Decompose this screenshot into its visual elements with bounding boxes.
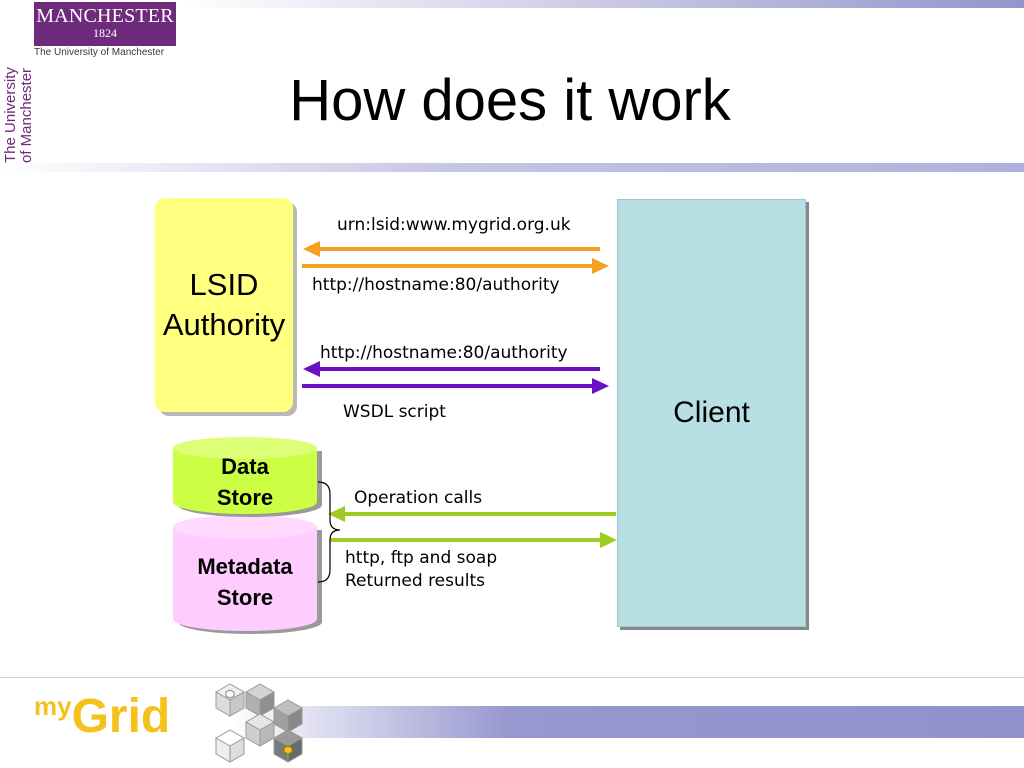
footer-divider <box>0 677 1024 678</box>
mygrid-logo-my: my <box>34 691 72 721</box>
lsid-authority-line1: LSID <box>189 267 259 302</box>
data-store-label: Data Store <box>172 451 318 513</box>
protocols-label: http, ftp and soap <box>345 548 498 568</box>
wsdl-response-arrow <box>302 378 609 394</box>
store-group-brace <box>317 481 341 583</box>
university-logo: MANCHESTER 1824 <box>34 2 176 46</box>
side-text-line1: The University <box>2 67 19 163</box>
client-label: Client <box>673 396 750 429</box>
metadata-store-line2: Store <box>216 585 274 610</box>
slide-title: How does it work <box>289 68 731 133</box>
wsdl-label: WSDL script <box>343 402 446 422</box>
header-divider <box>0 163 1024 172</box>
operation-label: Operation calls <box>354 488 483 508</box>
side-text-line2: of Manchester <box>18 68 34 163</box>
metadata-store-line1: Metadata <box>197 554 293 579</box>
data-store-cylinder: Data Store <box>172 436 324 520</box>
returned-results-arrow <box>330 532 617 548</box>
urn-label: urn:lsid:www.mygrid.org.uk <box>337 215 571 235</box>
header-top-bar <box>180 0 1024 8</box>
authority-label-2: http://hostname:80/authority <box>320 343 568 363</box>
data-store-line2: Store <box>216 485 274 510</box>
results-label: Returned results <box>345 571 486 591</box>
lsid-authority-box: LSID Authority <box>155 198 293 412</box>
university-side-logo: The University of Manchester <box>2 67 34 163</box>
authority-label-1: http://hostname:80/authority <box>312 275 560 295</box>
client-box: Client <box>617 199 806 627</box>
metadata-store-cylinder: Metadata Store <box>172 513 324 637</box>
mygrid-logo-grid: Grid <box>71 690 171 743</box>
mygrid-logo: myGrid <box>34 689 170 744</box>
data-store-shape <box>173 437 322 517</box>
urn-request-arrow <box>303 241 600 257</box>
university-logo-name: MANCHESTER <box>36 5 174 27</box>
metadata-store-shape <box>173 515 322 634</box>
operation-call-arrow <box>328 506 616 522</box>
mygrid-cube-icon <box>214 683 304 763</box>
university-subtitle: The University of Manchester <box>34 47 165 58</box>
authority-response-arrow <box>302 258 609 274</box>
footer-band <box>230 706 1024 738</box>
university-logo-year: 1824 <box>93 26 117 40</box>
metadata-store-label: Metadata Store <box>172 551 318 613</box>
lsid-authority-line2: Authority <box>162 307 286 342</box>
data-store-line1: Data <box>221 454 269 479</box>
authority-request-arrow <box>303 361 600 377</box>
